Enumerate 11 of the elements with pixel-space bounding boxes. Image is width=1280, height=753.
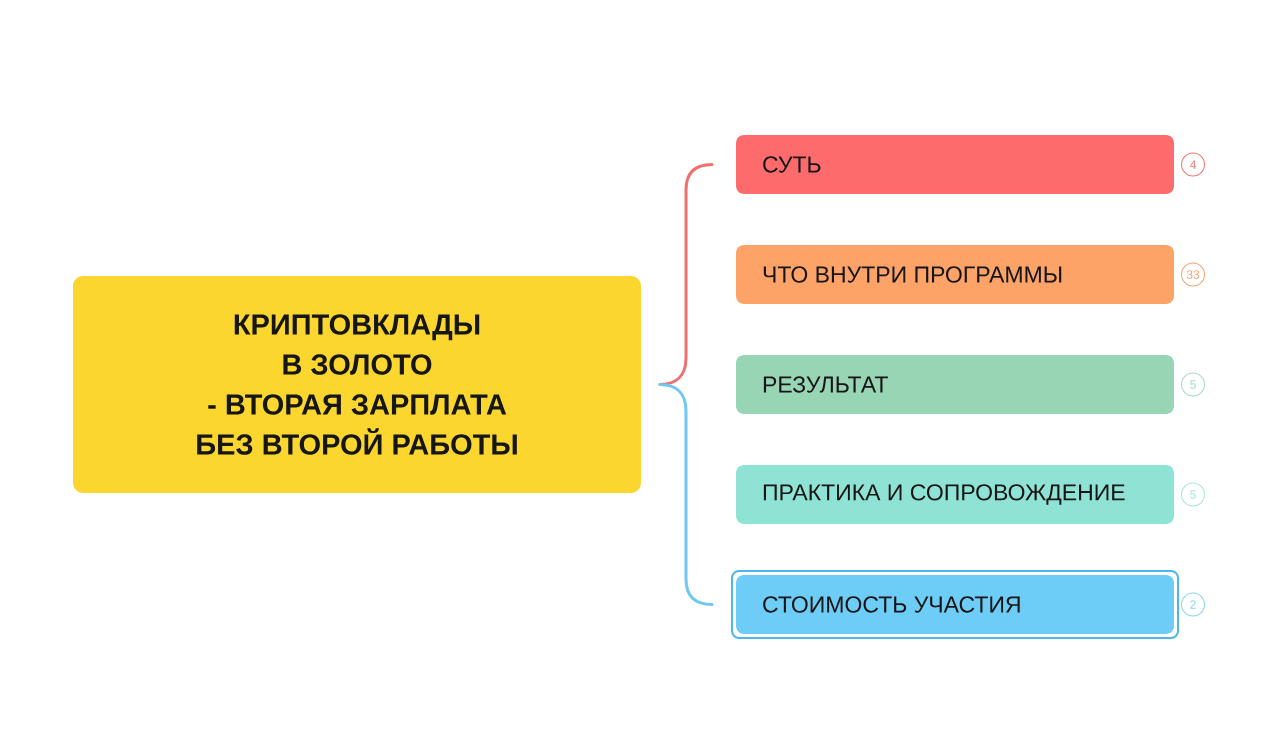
count-badge: 5: [1181, 372, 1205, 397]
subtopic-box: ЧТО ВНУТРИ ПРОГРАММЫ: [736, 245, 1174, 304]
count-badge: 5: [1181, 482, 1205, 507]
central-topic-box: КРИПТОВКЛАДЫ В ЗОЛОТО - ВТОРАЯ ЗАРПЛАТА БЕЗ ВТОРОЙ РАБОТЫ: [73, 276, 641, 493]
subtopic-box: СУТЬ: [736, 135, 1174, 194]
count-badge: 4: [1181, 152, 1205, 177]
count-badge: 2: [1181, 592, 1205, 617]
count-badge: 33: [1181, 262, 1205, 287]
subtopic-box: РЕЗУЛЬТАТ: [736, 355, 1174, 414]
subtopic-box: ПРАКТИКА И СОПРОВОЖДЕНИЕ: [736, 465, 1174, 524]
subtopic-box: СТОИМОСТЬ УЧАСТИЯ: [736, 575, 1174, 634]
